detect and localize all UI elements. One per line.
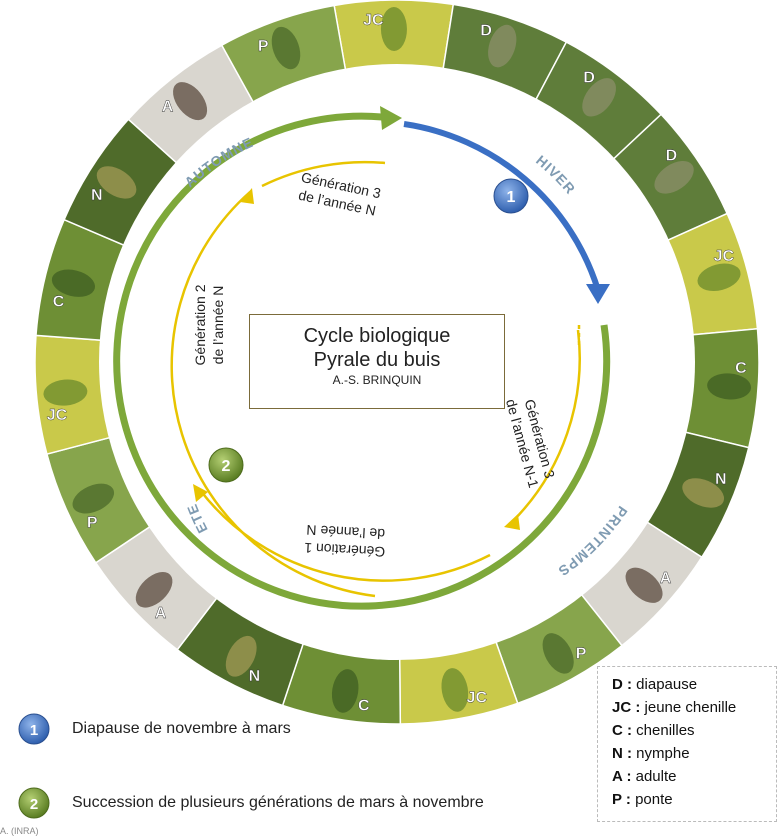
ring-photo-shape xyxy=(96,166,137,199)
ring-photo-shape xyxy=(72,483,115,514)
center-author: A.-S. BRINQUIN xyxy=(332,373,422,387)
ring-stage-label: N xyxy=(715,471,727,488)
generation-arrowhead-left xyxy=(240,188,254,204)
ring-photo-shape xyxy=(654,161,694,194)
legend-row: D : diapause xyxy=(612,676,698,693)
svg-text:2: 2 xyxy=(222,458,231,475)
legend-row: P : ponte xyxy=(612,791,673,808)
generation-label-1: Génération 1 de l’année N xyxy=(304,522,386,560)
generation-arc-top xyxy=(261,160,386,188)
ring-photo-shape xyxy=(380,7,407,52)
legend-row: C : chenilles xyxy=(612,722,695,739)
ring-stage-label: C xyxy=(358,697,370,714)
ring-stage-label: P xyxy=(258,38,269,55)
center-title: Cycle biologique xyxy=(303,325,451,347)
key-item-2: Succession de plusieurs générations de m… xyxy=(14,794,484,812)
photo-credit: A. (INRA) xyxy=(0,826,39,836)
ring-stage-label: JC xyxy=(467,690,488,707)
stage-legend: D : diapause JC : jeune chenille C : che… xyxy=(597,666,777,822)
ring-stage-label: JC xyxy=(714,248,735,265)
generation-arrowhead-right xyxy=(504,514,520,530)
generation-arc-bottom xyxy=(199,489,491,582)
ring-photo-shape xyxy=(173,82,208,121)
key-marker-1: 1 xyxy=(18,713,50,745)
marker-1: 1 xyxy=(493,178,529,214)
ring-stage-label: JC xyxy=(47,407,68,424)
ring-photo-shape xyxy=(51,269,96,297)
svg-text:1: 1 xyxy=(507,189,516,206)
ring-stage-label: D xyxy=(480,23,492,40)
marker-2: 2 xyxy=(208,447,244,483)
key-item-1-text: Diapause de novembre à mars xyxy=(72,720,291,737)
key-marker-2: 2 xyxy=(18,787,50,819)
ring-photo-shape xyxy=(582,78,616,117)
ring-photo-shape xyxy=(682,478,725,508)
ring-stage-label: A xyxy=(660,570,672,587)
svg-text:1: 1 xyxy=(30,722,38,739)
season-arrowhead xyxy=(380,106,402,130)
ring-stage-label: C xyxy=(735,360,747,377)
svg-text:Génération 2: Génération 2 xyxy=(192,284,208,365)
ring-stage-label: D xyxy=(666,148,678,165)
ring-photo-shape xyxy=(697,263,741,292)
ring-photo-shape xyxy=(135,571,173,608)
legend-row: A : adulte xyxy=(612,768,677,785)
ring-stage-label: N xyxy=(249,668,261,685)
ring-stage-label: C xyxy=(53,294,65,311)
ring-stage-label: P xyxy=(87,514,98,531)
ring-photo-shape xyxy=(488,24,517,68)
svg-text:de l’année N: de l’année N xyxy=(306,522,385,542)
photo-ring: JC D D D JC C N A P JC C N A P JC C N A P xyxy=(34,0,760,725)
generation-arc-right xyxy=(511,329,581,523)
generation-arc-left xyxy=(170,191,376,598)
ring-stage-label: A xyxy=(162,99,174,116)
generation-label-2: Génération 2 de l’année N xyxy=(192,284,226,365)
legend-row: N : nymphe xyxy=(612,745,690,762)
key-item-1: Diapause de novembre à mars xyxy=(14,720,291,738)
ring-photo-shape xyxy=(225,635,257,677)
key-item-2-text: Succession de plusieurs générations de m… xyxy=(72,794,484,811)
winter-arrowhead xyxy=(586,284,610,304)
ring-photo-shape xyxy=(271,26,301,70)
ring-stage-label: D xyxy=(583,70,595,87)
svg-text:de l’année N: de l’année N xyxy=(210,286,226,365)
winter-arrow xyxy=(403,121,601,291)
ring-photo-shape xyxy=(625,567,663,603)
ring-stage-label: A xyxy=(155,605,167,622)
legend-row: JC : jeune chenille xyxy=(612,699,737,716)
ring-stage-label: N xyxy=(91,187,103,204)
season-arc xyxy=(113,112,611,610)
ring-photo-shape xyxy=(707,373,752,400)
ring-photo-shape xyxy=(331,669,359,713)
ring-stage-label: P xyxy=(576,646,587,663)
center-subtitle: Pyrale du buis xyxy=(313,349,441,371)
ring-stage-label: JC xyxy=(363,12,384,29)
center-title-box: Cycle biologique Pyrale du buis A.-S. BR… xyxy=(249,314,505,409)
ring-photo-shape xyxy=(441,668,469,712)
ring-photo-shape xyxy=(542,633,574,674)
ring-photo-shape xyxy=(43,379,88,406)
generation-arrowhead-bottom xyxy=(193,484,208,502)
svg-text:2: 2 xyxy=(30,796,38,813)
svg-text:Génération 1: Génération 1 xyxy=(304,540,386,560)
